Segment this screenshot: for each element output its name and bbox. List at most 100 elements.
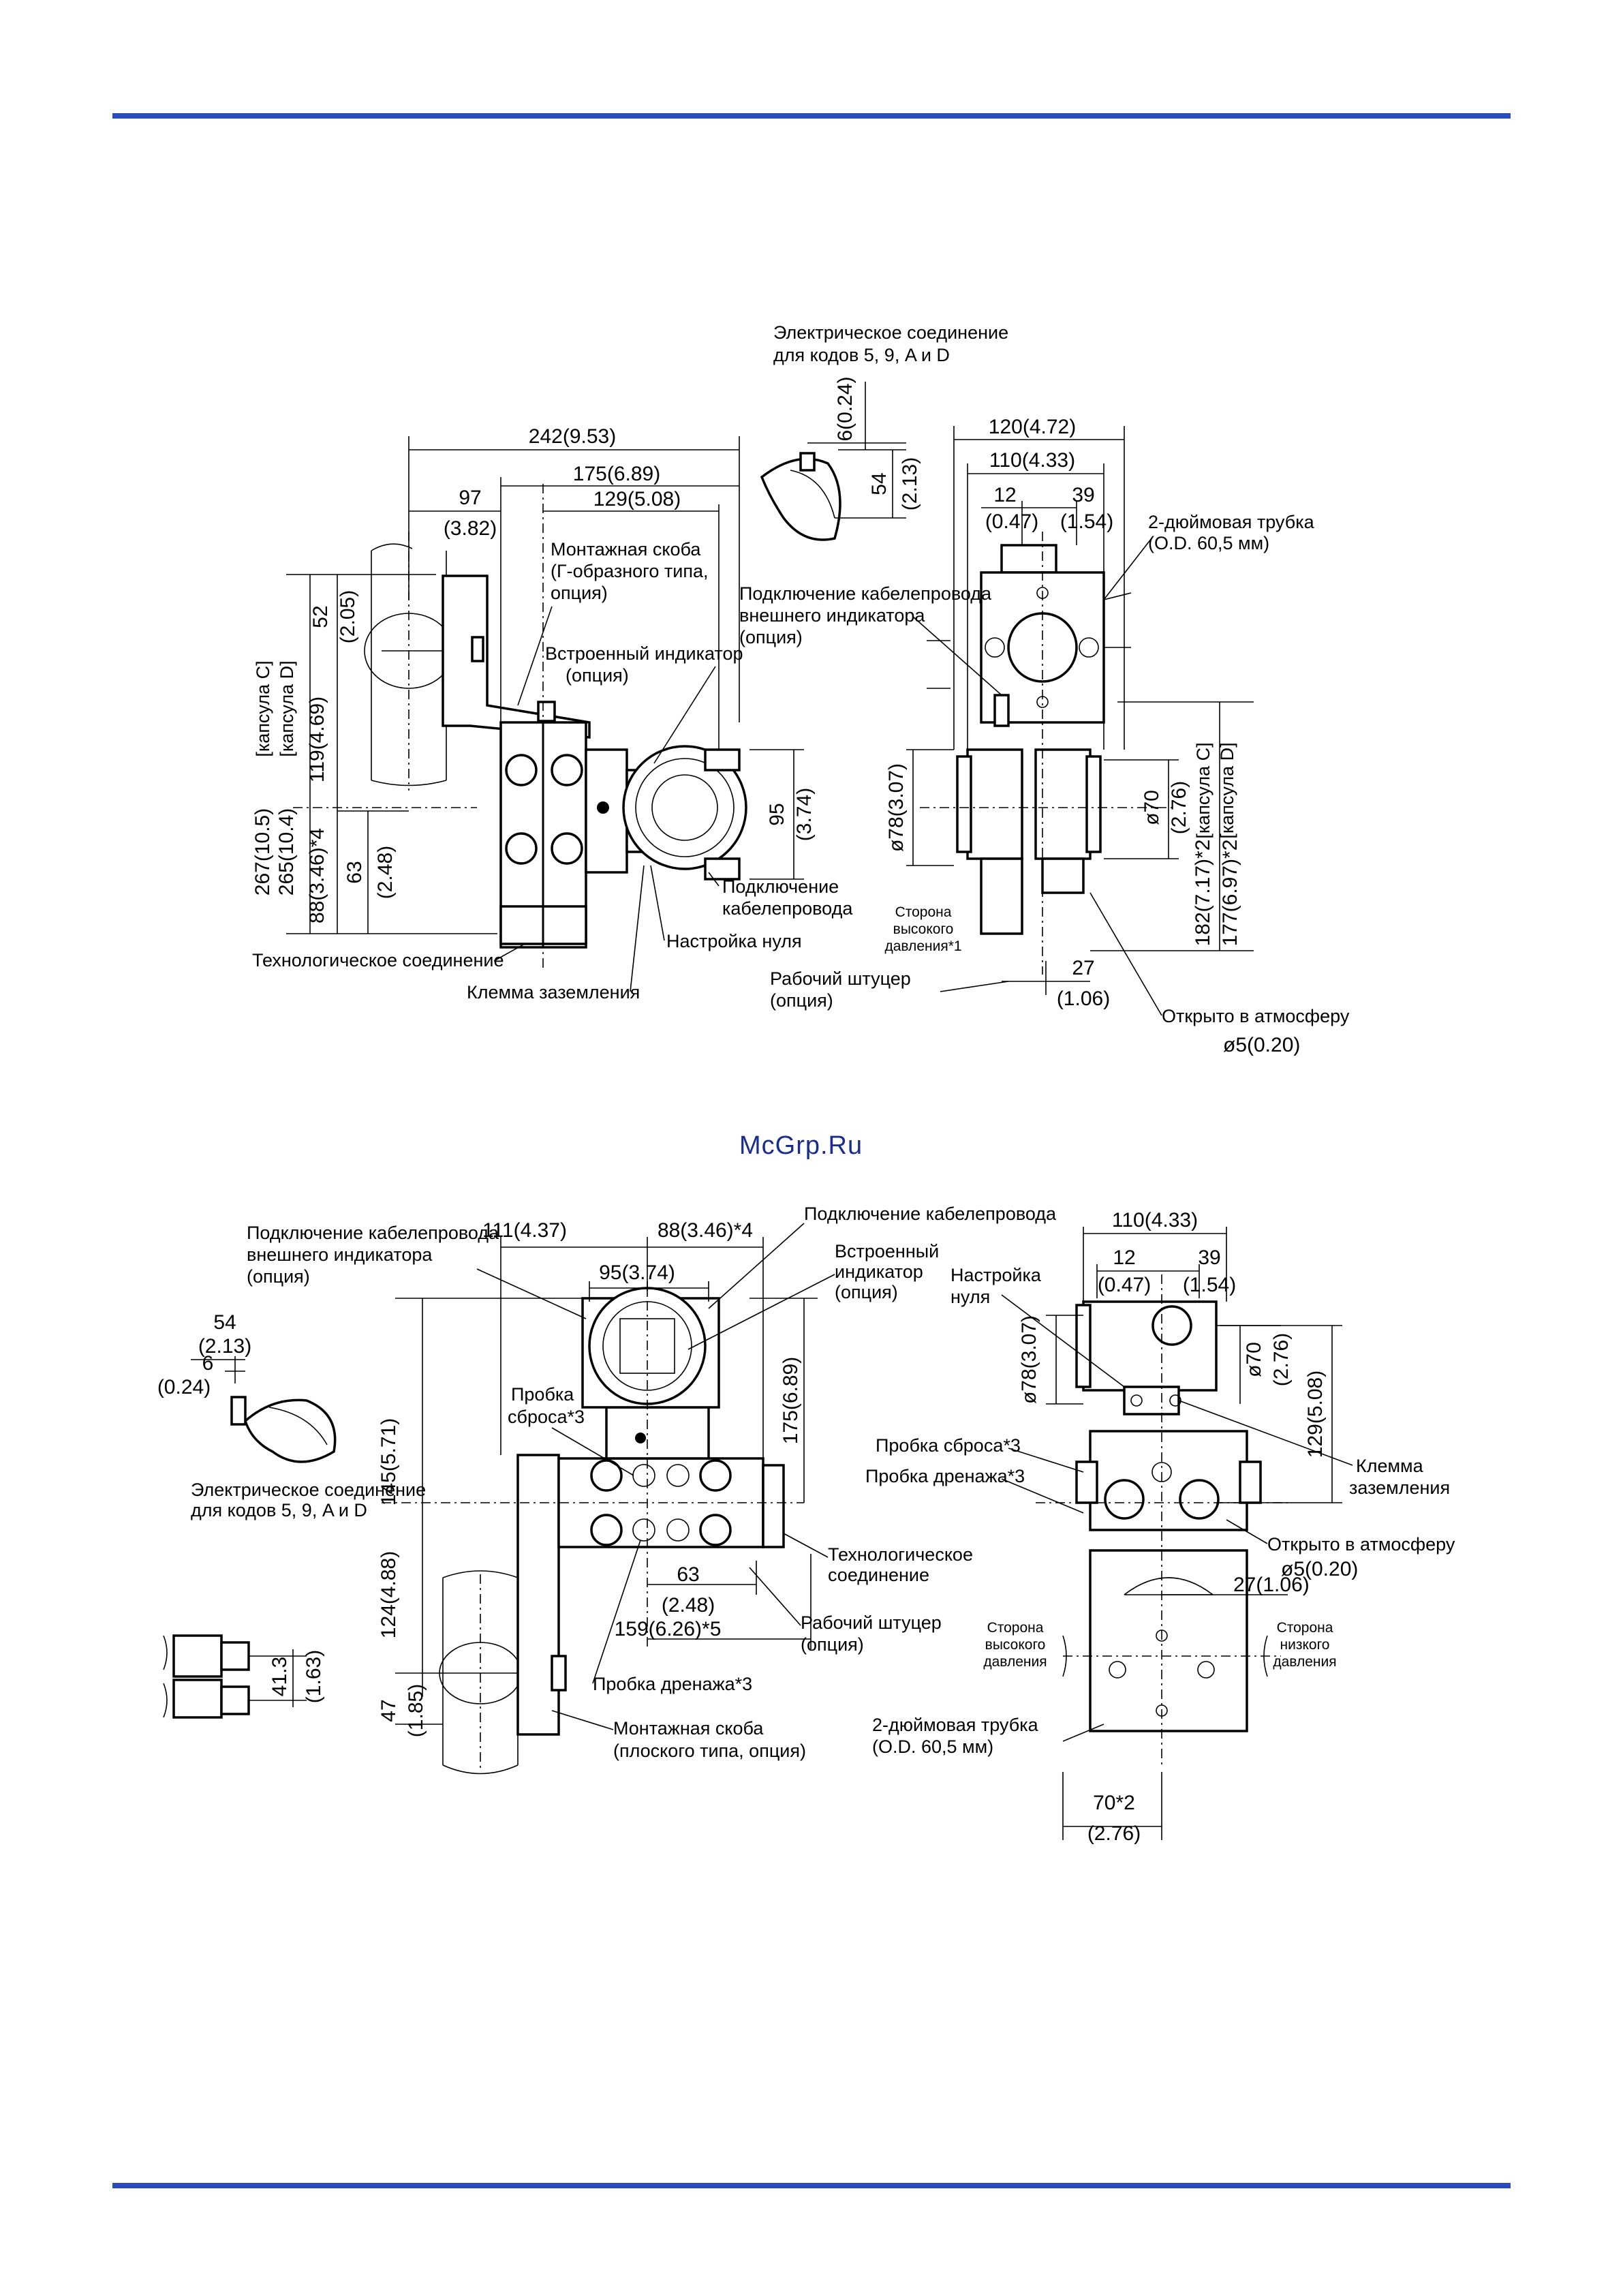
label-b-pipe-2: (O.D. 60,5 мм): [872, 1736, 993, 1757]
label-bracket-l-1: Монтажная скоба: [551, 539, 701, 560]
label-hi-side-3: давления*1: [884, 938, 961, 954]
label-b-bracket-1: Монтажная скоба: [613, 1718, 764, 1739]
dim-267: 267(10.5): [251, 808, 274, 896]
label-b-bracket-2: (плоского типа, опция): [613, 1741, 806, 1761]
label-b-hi-2: высокого: [985, 1637, 1046, 1653]
capsule-d-r: [капсула D]: [1217, 742, 1237, 838]
label-atm: Открыто в атмосферу: [1162, 1006, 1350, 1026]
label-b-ext-ind-2: внешнего индикатора: [247, 1244, 433, 1265]
label-b-vent-2: (опция): [801, 1634, 864, 1655]
dim-63-b: 63: [677, 1563, 699, 1586]
label-b-zero-1: Настройка: [950, 1265, 1042, 1285]
dim-12-in: (0.47): [985, 510, 1038, 533]
dim-177: 177(6.97)*2: [1219, 840, 1241, 947]
label-vent-2: (опция): [770, 990, 833, 1011]
label-b-drain-r: Пробка дренажа*3: [865, 1466, 1025, 1486]
dim-111: 111(4.37): [482, 1219, 567, 1242]
top-elec-detail: Электрическое соединение для кодов 5, 9,…: [760, 322, 1008, 541]
label-b-vent-plug-2: сброса*3: [508, 1407, 585, 1427]
dim-78-b: ø78(3.07): [1018, 1315, 1040, 1404]
label-elec-conn-2: для кодов 5, 9, A и D: [773, 345, 950, 365]
label-b-indicator-3: (опция): [835, 1282, 898, 1302]
top-left-text: 242(9.53) 175(6.89) 97 (3.82) 129(5.08) …: [251, 425, 853, 1002]
label-b-indicator-1: Встроенный: [835, 1241, 939, 1261]
dim-63: 63: [343, 861, 366, 883]
label-conduit-1: Подключение: [722, 876, 839, 897]
dim-6-b-in: (0.24): [157, 1376, 211, 1398]
bottom-side-view: [382, 1281, 804, 1775]
dim-47-in: (1.85): [405, 1684, 427, 1737]
dim-12-b: 12: [1113, 1246, 1135, 1269]
label-pipe-1: 2-дюймовая трубка: [1148, 512, 1315, 532]
dim-110: 110(4.33): [989, 449, 1075, 472]
dim-88: 88(3.46)*4: [306, 828, 328, 923]
top-front-view: [920, 532, 1172, 975]
dim-5-b: ø5(0.20): [1281, 1558, 1358, 1580]
dim-41-in: (1.63): [303, 1650, 325, 1703]
dim-97-in: (3.82): [444, 517, 497, 540]
dim-110-b: 110(4.33): [1112, 1209, 1198, 1231]
dim-12-b-in: (0.47): [1098, 1274, 1151, 1296]
dim-39: 39: [1072, 484, 1094, 506]
dim-242: 242(9.53): [529, 425, 616, 448]
bottom-right-dimensions: [1046, 1227, 1342, 1840]
dim-70-b2: 70*2: [1093, 1792, 1135, 1814]
top-right-dimensions: [906, 426, 1254, 995]
dim-52-in: (2.05): [337, 590, 359, 643]
label-indicator-1: Встроенный индикатор: [545, 643, 743, 664]
dim-27-in: (1.06): [1057, 988, 1110, 1010]
label-b-elec-2: для кодов 5, 9, A и D: [191, 1500, 367, 1520]
dim-119: 119(4.69): [306, 697, 328, 782]
dim-95: 95: [766, 803, 788, 825]
top-right-text: 120(4.72) 110(4.33) 12 (0.47) 39 (1.54) …: [739, 416, 1350, 1056]
label-b-vent-plug-1: Пробка: [511, 1384, 574, 1405]
bottom-right-text: 110(4.33) 12 (0.47) 39 (1.54) Настройка …: [865, 1209, 1455, 1845]
capsule-c: [капсула C]: [253, 660, 273, 756]
label-hi-side-2: высокого: [893, 921, 954, 937]
dim-5: ø5(0.20): [1223, 1034, 1300, 1056]
label-b-drain: Пробка дренажа*3: [593, 1674, 752, 1694]
label-b-elec-1: Электрическое соединение: [191, 1480, 426, 1500]
dim-41: 41.3: [268, 1657, 291, 1696]
label-b-zero-2: нуля: [950, 1287, 990, 1307]
dim-54-in: (2.13): [899, 457, 921, 510]
label-ext-ind-1: Подключение кабелепровода: [739, 583, 992, 604]
label-elec-conn-1: Электрическое соединение: [773, 322, 1008, 343]
dim-265: 265(10.4): [275, 808, 298, 896]
label-conduit-2: кабелепровода: [722, 898, 853, 919]
dim-175-b: 175(6.89): [779, 1357, 802, 1444]
label-b-vent-r: Пробка сброса*3: [876, 1435, 1021, 1456]
dim-6-b: 6: [202, 1352, 214, 1375]
label-b-lo-1: Сторона: [1277, 1620, 1333, 1636]
dim-145: 145(5.71): [377, 1418, 400, 1505]
dim-88-b: 88(3.46)*4: [658, 1219, 753, 1242]
label-b-indicator-2: индикатор: [835, 1261, 923, 1282]
dim-39-b: 39: [1198, 1246, 1220, 1269]
label-vent-1: Рабочий штуцер: [770, 968, 911, 989]
dim-39-b-in: (1.54): [1183, 1274, 1236, 1296]
dim-70-in: (2.76): [1168, 781, 1190, 834]
dim-95-b: 95(3.74): [599, 1261, 675, 1284]
label-bracket-l-2: (Г-образного типа,: [551, 561, 708, 581]
label-b-ground-2: заземления: [1349, 1478, 1450, 1498]
label-pipe-2: (O.D. 60,5 мм): [1148, 533, 1269, 553]
label-b-ext-ind-1: Подключение кабелепровода: [247, 1223, 499, 1243]
dim-54-b-in: (2.13): [198, 1335, 251, 1358]
dim-70: ø70: [1141, 790, 1163, 825]
label-ground: Клемма заземления: [467, 982, 640, 1002]
bottom-rule: [112, 2183, 1511, 2188]
dim-120: 120(4.72): [989, 416, 1076, 438]
capsule-c-r: [капсула C]: [1193, 742, 1214, 838]
top-side-view: [293, 484, 747, 968]
capsule-d: [капсула D]: [277, 660, 297, 756]
label-b-pipe-1: 2-дюймовая трубка: [872, 1715, 1039, 1735]
label-indicator-2: (опция): [566, 665, 629, 686]
dim-54-b: 54: [213, 1311, 236, 1334]
dim-63-in: (2.48): [374, 846, 397, 899]
dim-54: 54: [868, 472, 891, 495]
label-b-hi-3: давления: [983, 1654, 1047, 1670]
dim-27-b: 27(1.06): [1233, 1574, 1310, 1596]
label-b-lo-2: низкого: [1280, 1637, 1330, 1653]
label-hi-side-1: Сторона: [895, 904, 952, 920]
